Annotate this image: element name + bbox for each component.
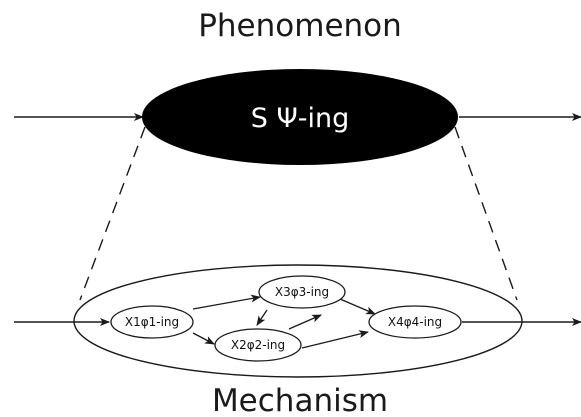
- arrow-x1-to-x2: [192, 332, 215, 345]
- arrow-x1-to-x3: [192, 294, 261, 310]
- phenomenon-ellipse: [142, 69, 458, 165]
- arrow-x3-to-x2: [256, 309, 268, 326]
- node-x2-label: X2φ2-ing: [231, 338, 285, 352]
- node-x1-label: X1φ1-ing: [125, 315, 179, 329]
- node-x3-label: X3φ3-ing: [275, 285, 329, 299]
- mechanism-ellipse: [73, 264, 523, 378]
- node-x2: X2φ2-ing: [214, 328, 302, 362]
- arrow-x3-to-x4: [339, 298, 376, 315]
- node-x1: X1φ1-ing: [110, 305, 194, 339]
- node-x4: X4φ4-ing: [368, 305, 462, 339]
- projection-line-right: [454, 126, 518, 301]
- arrow-x2-to-x4: [301, 330, 369, 349]
- phenomenon-title: Phenomenon: [198, 8, 402, 44]
- arrow-x2-to-x3: [288, 314, 322, 330]
- node-x3: X3φ3-ing: [258, 275, 346, 309]
- phenomenon-label: S Ψ-ing: [251, 103, 349, 134]
- projection-line-left: [79, 126, 146, 301]
- mechanism-title: Mechanism: [212, 383, 388, 417]
- node-x4-label: X4φ4-ing: [388, 315, 442, 329]
